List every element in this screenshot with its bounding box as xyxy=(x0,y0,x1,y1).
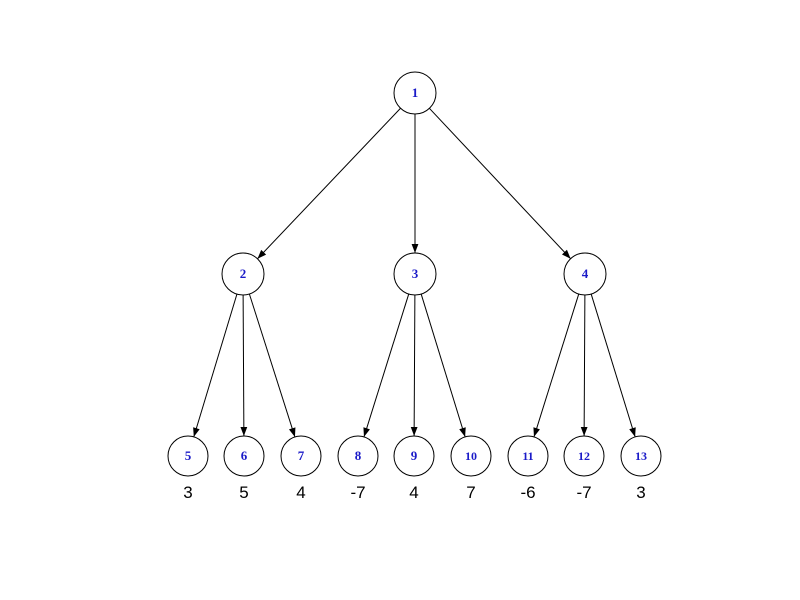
node-label: 6 xyxy=(241,448,248,463)
tree-node-4[interactable]: 4 xyxy=(563,252,607,296)
leaf-value-8: -7 xyxy=(350,483,365,502)
node-label: 9 xyxy=(411,448,418,463)
node-circle[interactable] xyxy=(221,252,265,296)
arrow-head-icon xyxy=(629,427,636,437)
tree-node-11[interactable]: 11 xyxy=(507,435,549,477)
tree-node-1[interactable]: 1 xyxy=(393,71,437,115)
node-circle[interactable] xyxy=(393,252,437,296)
leaf-values-layer: 3 5 4 -7 4 7 -6 -7 3 xyxy=(183,483,645,502)
edges-layer xyxy=(193,107,636,438)
leaf-value-10: 7 xyxy=(466,483,475,502)
node-circle[interactable] xyxy=(563,252,607,296)
tree-edge xyxy=(590,293,636,438)
tree-edge xyxy=(363,293,410,438)
tree-node-5[interactable]: 5 xyxy=(167,435,209,477)
node-circle[interactable] xyxy=(280,435,322,477)
node-circle[interactable] xyxy=(337,435,379,477)
node-circle[interactable] xyxy=(393,71,437,115)
tree-node-10[interactable]: 10 xyxy=(450,435,492,477)
tree-edge xyxy=(240,294,248,437)
tree-node-8[interactable]: 8 xyxy=(337,435,379,477)
tree-edge xyxy=(248,293,296,438)
leaf-value-5: 3 xyxy=(183,483,192,502)
tree-edge xyxy=(580,294,588,437)
arrow-head-icon xyxy=(363,427,370,437)
tree-edge xyxy=(257,107,401,260)
node-label: 3 xyxy=(412,266,419,281)
arrow-head-icon xyxy=(288,427,296,437)
tree-node-2[interactable]: 2 xyxy=(221,252,265,296)
leaf-value-13: 3 xyxy=(636,483,645,502)
node-label: 10 xyxy=(465,449,477,463)
leaf-value-9: 4 xyxy=(409,483,418,502)
node-label: 11 xyxy=(522,449,533,463)
tree-edge xyxy=(193,293,238,437)
tree-node-13[interactable]: 13 xyxy=(620,435,662,477)
tree-node-6[interactable]: 6 xyxy=(223,435,265,477)
tree-edge xyxy=(411,114,419,253)
tree-edge xyxy=(533,293,580,438)
arrow-head-icon xyxy=(533,427,540,437)
node-label: 8 xyxy=(355,448,362,463)
tree-node-3[interactable]: 3 xyxy=(393,252,437,296)
leaf-value-6: 5 xyxy=(239,483,248,502)
node-circle[interactable] xyxy=(450,435,492,477)
node-label: 5 xyxy=(185,448,192,463)
arrow-head-icon xyxy=(580,426,588,437)
node-circle[interactable] xyxy=(393,435,435,477)
node-label: 7 xyxy=(298,448,305,463)
tree-node-7[interactable]: 7 xyxy=(280,435,322,477)
tree-edge xyxy=(429,107,571,260)
node-circle[interactable] xyxy=(167,435,209,477)
arrow-head-icon xyxy=(240,426,248,437)
node-circle[interactable] xyxy=(223,435,265,477)
arrow-head-icon xyxy=(257,249,267,259)
node-circle[interactable] xyxy=(507,435,549,477)
arrow-head-icon xyxy=(193,427,200,437)
node-circle[interactable] xyxy=(563,435,605,477)
arrow-head-icon xyxy=(459,427,466,437)
node-label: 1 xyxy=(412,85,419,100)
tree-edge xyxy=(420,293,466,438)
tree-node-9[interactable]: 9 xyxy=(393,435,435,477)
leaf-value-11: -6 xyxy=(520,483,535,502)
leaf-value-12: -7 xyxy=(576,483,591,502)
node-label: 12 xyxy=(578,449,590,463)
node-label: 2 xyxy=(240,266,247,281)
node-label: 4 xyxy=(582,266,589,281)
arrow-head-icon xyxy=(411,244,419,253)
tree-node-12[interactable]: 12 xyxy=(563,435,605,477)
arrow-head-icon xyxy=(561,249,571,259)
arrow-head-icon xyxy=(410,426,418,437)
node-circle[interactable] xyxy=(620,435,662,477)
node-label: 13 xyxy=(635,449,647,463)
tree-edge xyxy=(410,294,418,437)
leaf-value-7: 4 xyxy=(296,483,305,502)
